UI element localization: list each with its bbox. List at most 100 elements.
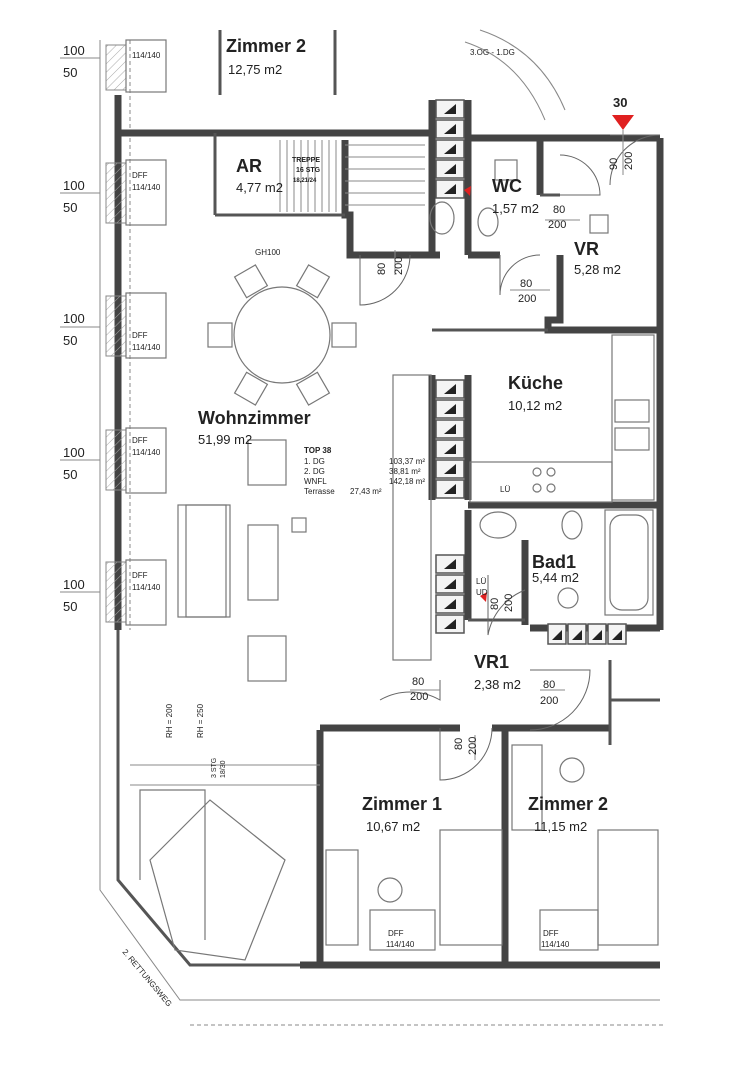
room-area-zimmer2-upper: 12,75 m2 xyxy=(228,62,282,77)
dining-chair xyxy=(295,264,331,299)
side-stair-steps: 3 STG xyxy=(211,758,218,778)
flue-cell xyxy=(435,99,465,119)
rh250-label: RH = 250 xyxy=(196,703,205,738)
top-table-title: TOP 38 xyxy=(304,446,332,455)
top-table-row-label: 1. DG xyxy=(304,457,325,466)
room-area-vr1: 2,38 m2 xyxy=(474,677,521,692)
stair-floors: 3.OG - 1.DG xyxy=(470,48,515,57)
door-width-dim: 80 xyxy=(520,278,532,290)
room-area-kueche: 10,12 m2 xyxy=(508,398,562,413)
facade-windows xyxy=(105,39,167,626)
room-name-wc: WC xyxy=(492,176,522,196)
top-table-row-label: 2. DG xyxy=(304,467,325,476)
window-size-label: 114/140 xyxy=(132,583,161,592)
rettungsweg-label: 2. RETTUNGSWEG xyxy=(120,948,173,1009)
detector-icon xyxy=(480,592,487,602)
furniture xyxy=(130,159,659,961)
room-name-kueche: Küche xyxy=(508,373,563,393)
detector-icon xyxy=(464,186,471,196)
lu-label: LÜ xyxy=(476,577,486,586)
door-width-dim: 80 xyxy=(376,263,388,275)
room-area-vr: 5,28 m2 xyxy=(574,262,621,277)
door-height-dim: 200 xyxy=(410,691,428,703)
top-table-row-value: 38,81 m² xyxy=(389,467,421,476)
room-name-zimmer2: Zimmer 2 xyxy=(528,794,608,814)
flue-cell xyxy=(607,623,627,645)
window-size-label: 114/140 xyxy=(386,940,415,949)
window-size-label: 114/140 xyxy=(132,343,161,352)
window-height-dim: 50 xyxy=(63,65,77,80)
top-table-row-label: Terrasse xyxy=(304,487,335,496)
window-type-label: DFF xyxy=(388,929,404,938)
interior-walls xyxy=(118,30,664,969)
flue-cell xyxy=(435,399,465,419)
top-table-row-value: 103,37 m² xyxy=(389,457,425,466)
flue-cell xyxy=(435,439,465,459)
door-width-dim: 80 xyxy=(553,204,565,216)
door-height-dim: 200 xyxy=(623,152,635,170)
door-height-dim: 200 xyxy=(393,257,405,275)
room-name-wohnzimmer: Wohnzimmer xyxy=(198,408,311,428)
window-size-label: 114/140 xyxy=(132,448,161,457)
dining-chair xyxy=(295,371,331,406)
door-height-dim: 200 xyxy=(467,737,479,755)
room-name-vr: VR xyxy=(574,239,599,259)
room-area-wohnzimmer: 51,99 m2 xyxy=(198,432,252,447)
window-height-dim: 50 xyxy=(63,467,77,482)
flue-cell xyxy=(435,139,465,159)
flue-cell xyxy=(435,459,465,479)
dining-chair xyxy=(233,264,269,299)
room-area-zimmer1: 10,67 m2 xyxy=(366,819,420,834)
dining-chair xyxy=(207,322,233,348)
door-height-dim: 200 xyxy=(548,219,566,231)
top-table-row-value: 27,43 m² xyxy=(350,487,382,496)
room-name-zimmer1: Zimmer 1 xyxy=(362,794,442,814)
flue-cell xyxy=(435,159,465,179)
flue-cell xyxy=(435,479,465,499)
window-type-label: DFF xyxy=(132,171,148,180)
room-area-wc: 1,57 m2 xyxy=(492,201,539,216)
top-table-row-label: WNFL xyxy=(304,477,327,486)
stair-label: TREPPE xyxy=(292,157,320,164)
room-name-bad1: Bad1 xyxy=(532,552,576,572)
window-width-dim: 100 xyxy=(63,311,85,326)
window-height-dim: 50 xyxy=(63,599,77,614)
door-width-dim: 80 xyxy=(453,738,465,750)
window-width-dim: 100 xyxy=(63,445,85,460)
top-table-row-value: 142,18 m² xyxy=(389,477,425,486)
room-name-zimmer2-upper: Zimmer 2 xyxy=(226,36,306,56)
section-marker-icon xyxy=(612,115,634,130)
flue-cell xyxy=(547,623,567,645)
window-width-dim: 100 xyxy=(63,43,85,58)
window-height-dim: 50 xyxy=(63,333,77,348)
window-width-dim: 100 xyxy=(63,178,85,193)
lu-label: LÜ xyxy=(500,485,510,494)
side-stair-ratio: 18/30 xyxy=(220,760,227,778)
section-marker-number: 30 xyxy=(613,95,627,110)
stair-ratio: 18,21/24 xyxy=(293,178,317,184)
flue-cell xyxy=(435,574,465,594)
window-size-label: 114/140 xyxy=(132,183,161,192)
flue-cell xyxy=(435,119,465,139)
stair-steps: 16 STG xyxy=(296,167,321,174)
flue-cell xyxy=(435,554,465,574)
door-width-dim: 80 xyxy=(543,679,555,691)
ud-label: UD xyxy=(476,588,488,597)
room-name-ar: AR xyxy=(236,156,262,176)
room-area-bad1: 5,44 m2 xyxy=(532,570,579,585)
flue-cell xyxy=(435,179,465,199)
flue-cell xyxy=(567,623,587,645)
stairs xyxy=(279,29,566,212)
flue-cell xyxy=(435,419,465,439)
room-area-zimmer2: 11,15 m2 xyxy=(534,819,587,834)
flue-cell xyxy=(587,623,607,645)
window-type-label: DFF xyxy=(132,436,148,445)
flue-cell xyxy=(435,594,465,614)
door-height-dim: 200 xyxy=(503,594,515,612)
window-type-label: DFF xyxy=(543,929,559,938)
door-height-dim: 200 xyxy=(540,695,558,707)
window-width-dim: 100 xyxy=(63,577,85,592)
flue-cell xyxy=(435,614,465,634)
door-width-dim: 80 xyxy=(412,676,424,688)
